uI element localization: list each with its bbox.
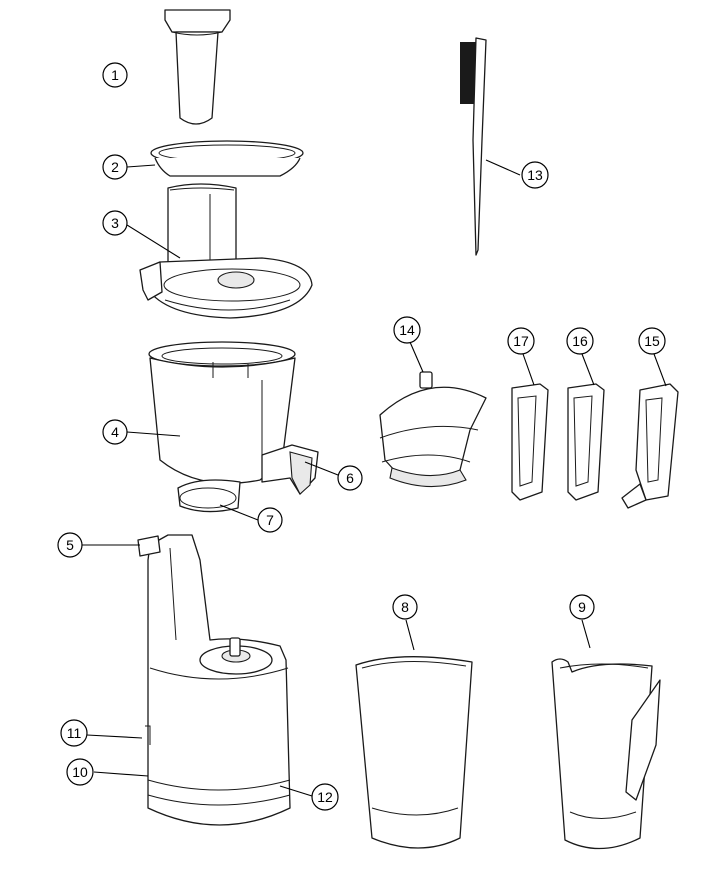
callout-3-label: 3 (111, 215, 119, 231)
callout-10: 10 (66, 758, 94, 786)
callout-4: 4 (102, 419, 128, 445)
callout-11: 11 (60, 719, 88, 747)
food-pusher (164, 9, 231, 125)
callout-1-label: 1 (111, 67, 119, 83)
callout-10-label: 10 (72, 764, 88, 780)
callout-15: 15 (638, 327, 666, 355)
callout-13: 13 (521, 161, 549, 189)
callout-5-label: 5 (66, 537, 74, 553)
callout-8: 8 (392, 594, 418, 620)
callout-16-label: 16 (572, 333, 588, 349)
leader-lines (82, 159, 667, 797)
callout-3: 3 (102, 210, 128, 236)
callout-6: 6 (337, 465, 363, 491)
auger (379, 371, 487, 488)
callout-2: 2 (102, 154, 128, 180)
juice-cup (355, 656, 473, 849)
cleaning-brush (460, 37, 487, 256)
callout-13-label: 13 (527, 167, 543, 183)
pulp-cup (551, 658, 661, 850)
juicing-drum (148, 341, 319, 513)
callout-12-label: 12 (317, 789, 333, 805)
callout-16: 16 (566, 327, 594, 355)
callout-7-label: 7 (266, 512, 274, 528)
callout-12: 12 (311, 783, 339, 811)
callout-1: 1 (102, 62, 128, 88)
callout-17: 17 (507, 327, 535, 355)
callout-14-label: 14 (399, 322, 415, 338)
callout-8-label: 8 (401, 599, 409, 615)
feed-chute (139, 183, 313, 319)
callout-6-label: 6 (346, 470, 354, 486)
callout-9: 9 (569, 594, 595, 620)
callout-4-label: 4 (111, 424, 119, 440)
strainer-16 (567, 383, 605, 501)
callout-17-label: 17 (513, 333, 529, 349)
callout-15-label: 15 (644, 333, 660, 349)
strainer-17 (511, 383, 549, 501)
strainer-15 (621, 383, 679, 509)
callout-9-label: 9 (578, 599, 586, 615)
callout-5: 5 (57, 532, 83, 558)
callout-2-label: 2 (111, 159, 119, 175)
callout-14: 14 (393, 316, 421, 344)
callout-7: 7 (257, 507, 283, 533)
callout-11-label: 11 (67, 725, 82, 741)
motor-base (137, 534, 291, 826)
hopper-lid (150, 140, 304, 177)
